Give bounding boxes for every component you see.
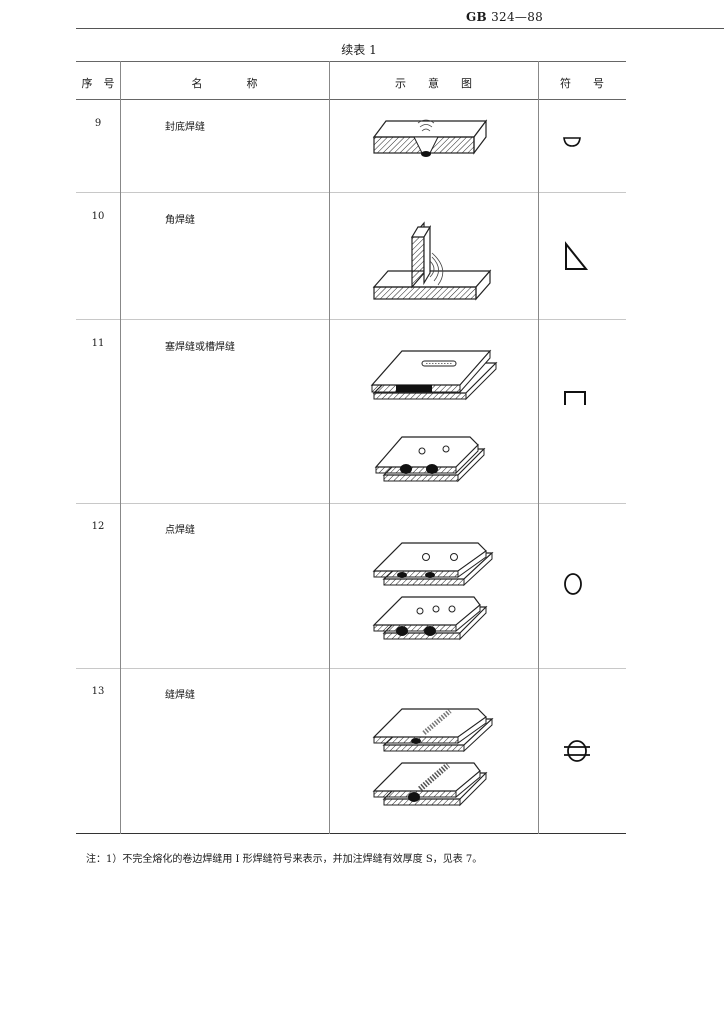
- header-bottom-rule: [76, 99, 626, 100]
- seam-weld-figure: [372, 708, 494, 753]
- seam-weld-symbol: [564, 740, 590, 762]
- table-top-rule: [76, 61, 626, 62]
- row-index: 11: [91, 338, 105, 349]
- row-name: 角焊缝: [165, 215, 195, 226]
- row-divider: [76, 319, 626, 320]
- row-divider: [76, 503, 626, 504]
- spot-weld-figure: [372, 596, 488, 641]
- col-header-name: 名 称: [191, 77, 258, 90]
- row-index: 12: [91, 521, 105, 532]
- row-index: 9: [94, 118, 102, 129]
- row-index: 10: [91, 211, 105, 222]
- fillet-weld-figure: [372, 221, 492, 301]
- fillet-weld-symbol: [565, 241, 589, 270]
- column-divider: [120, 61, 121, 834]
- table-caption: 续表 1: [341, 43, 377, 57]
- backing-weld-figure: [372, 119, 488, 157]
- standard-code: GB 324—88: [466, 10, 544, 24]
- table-bottom-rule: [76, 833, 626, 834]
- row-name: 缝焊缝: [165, 690, 195, 701]
- col-header-index: 序 号: [81, 77, 115, 90]
- col-header-symbol: 符 号: [560, 77, 604, 90]
- row-index: 13: [91, 686, 105, 697]
- row-name: 点焊缝: [165, 525, 195, 536]
- row-divider: [76, 668, 626, 669]
- table-footnote: 注：1）不完全熔化的卷边焊缝用 I 形焊缝符号来表示，并加注焊缝有效厚度 S，见…: [86, 854, 483, 865]
- column-divider: [329, 61, 330, 834]
- slot-weld-figure: [374, 436, 486, 483]
- plug-weld-symbol: [564, 391, 586, 405]
- column-divider: [538, 61, 539, 834]
- seam-weld-figure: [372, 762, 488, 807]
- weld-symbol-table: 序 号 名 称 示 意 图 符 号 9 封底焊缝 10 角焊缝: [76, 61, 626, 834]
- plug-weld-figure: [370, 349, 498, 401]
- row-name: 塞焊缝或槽焊缝: [165, 342, 235, 353]
- row-name: 封底焊缝: [165, 122, 205, 133]
- spot-weld-symbol: [564, 573, 582, 595]
- row-divider: [76, 192, 626, 193]
- header-rule: [76, 28, 724, 29]
- spot-weld-figure: [372, 542, 494, 587]
- backing-weld-symbol: [563, 137, 581, 147]
- col-header-figure: 示 意 图: [395, 77, 472, 90]
